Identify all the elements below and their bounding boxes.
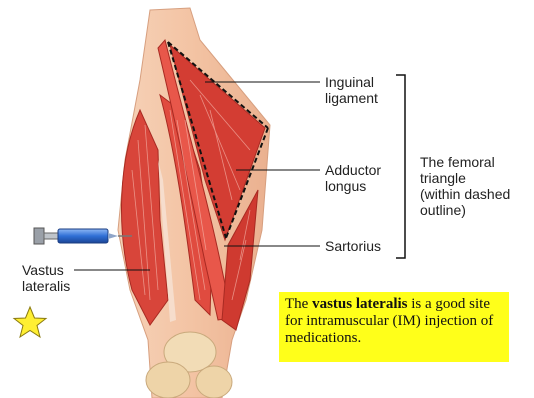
label-vastus-lateralis: Vastus lateralis [22,262,70,294]
label-line: longus [325,178,381,194]
label-line: Inguinal [325,74,378,90]
label-line: outline) [420,202,510,218]
label-sartorius: Sartorius [325,238,381,254]
label-line: ligament [325,90,378,106]
label-line: Vastus [22,262,70,278]
label-line: lateralis [22,278,70,294]
caption-bold: vastus lateralis [312,296,407,312]
label-inguinal-ligament: Inguinal ligament [325,74,378,106]
star-icon [14,307,46,337]
caption-pre: The [285,296,312,312]
label-line: (within dashed [420,186,510,202]
label-adductor-longus: Adductor longus [325,162,381,194]
syringe-icon [34,228,132,244]
label-line: Adductor [325,162,381,178]
femoral-triangle-bracket [396,75,405,258]
caption-box: The vastus lateralis is a good site for … [279,292,509,362]
label-femoral-triangle: The femoral triangle (within dashed outl… [420,154,510,218]
label-line: The femoral [420,154,510,170]
label-line: triangle [420,170,510,186]
